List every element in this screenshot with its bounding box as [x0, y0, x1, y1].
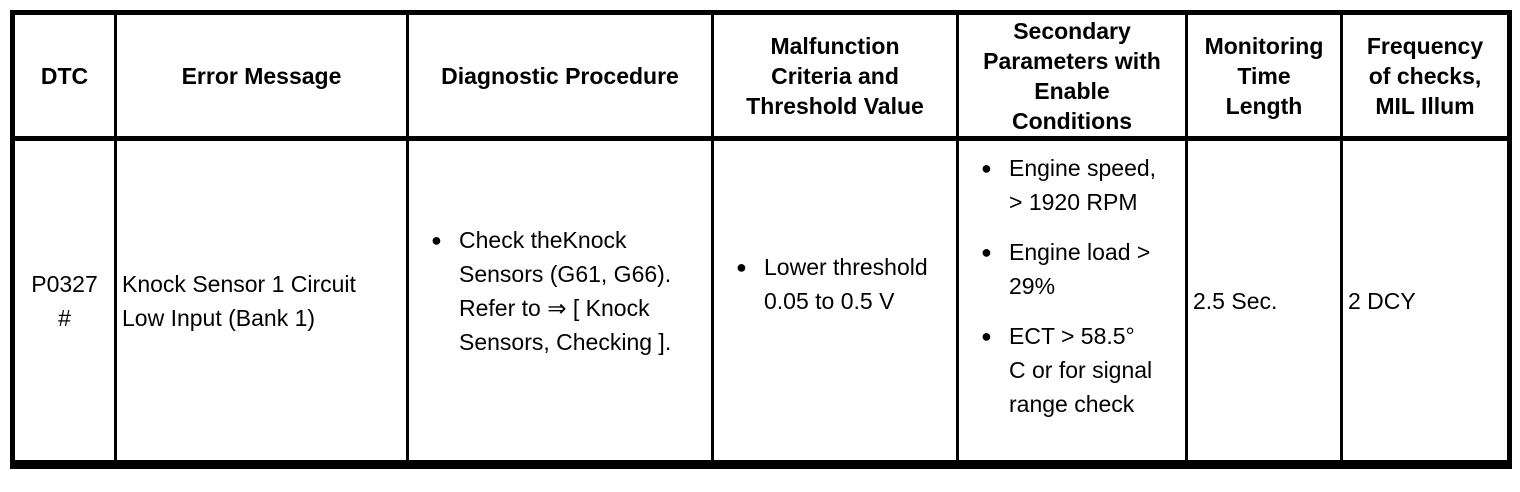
monitoring-time-text: 2.5 Sec.	[1193, 287, 1278, 314]
col-header-secondary-parameters: Secondary Parameters with Enable Conditi…	[956, 11, 1188, 141]
diagnostic-bullet-list: ● Check theKnock Sensors (G61, G66). Ref…	[411, 223, 710, 379]
col-header-monitoring-time: Monitoring Time Length	[1185, 11, 1343, 141]
malfunction-bullet-list: ● Lower threshold 0.05 to 0.5 V	[716, 250, 955, 352]
document-page: DTC Error Message Diagnostic Procedure M…	[10, 10, 1512, 469]
cell-error-message: Knock Sensor 1 Circuit Low Input (Bank 1…	[114, 137, 409, 466]
secondary-parameter-text: ECT > 58.5° C or for signal range check	[1009, 322, 1153, 417]
list-item: ● Engine load > 29%	[961, 235, 1184, 303]
bullet-icon: ●	[981, 241, 992, 262]
list-item: ● Check theKnock Sensors (G61, G66). Ref…	[411, 223, 710, 359]
col-header-dtc: DTC	[11, 11, 117, 141]
bullet-icon: ●	[431, 229, 442, 250]
cell-diagnostic-procedure: ● Check theKnock Sensors (G61, G66). Ref…	[406, 137, 714, 466]
secondary-parameter-text: Engine load > 29%	[1009, 238, 1151, 299]
malfunction-criteria-text: Lower threshold 0.05 to 0.5 V	[764, 253, 928, 314]
frequency-text: 2 DCY	[1348, 287, 1416, 314]
diagnostic-step-text: Check theKnock Sensors (G61, G66). Refer…	[459, 226, 672, 355]
col-header-error-message: Error Message	[114, 11, 409, 141]
cell-malfunction-criteria: ● Lower threshold 0.05 to 0.5 V	[711, 137, 959, 466]
secondary-bullet-list: ● Engine speed, > 1920 RPM ● Engine load…	[961, 151, 1184, 451]
list-item: ● ECT > 58.5° C or for signal range chec…	[961, 319, 1184, 421]
col-header-diagnostic-procedure: Diagnostic Procedure	[406, 11, 714, 141]
table-row: P0327 # Knock Sensor 1 Circuit Low Input…	[11, 137, 1511, 466]
cell-dtc: P0327 #	[11, 137, 117, 466]
col-header-malfunction-criteria: Malfunction Criteria and Threshold Value	[711, 11, 959, 141]
list-item: ● Engine speed, > 1920 RPM	[961, 151, 1184, 219]
bullet-icon: ●	[736, 256, 747, 277]
cell-frequency: 2 DCY	[1340, 137, 1511, 466]
list-item: ● Lower threshold 0.05 to 0.5 V	[716, 250, 955, 318]
error-message-text: Knock Sensor 1 Circuit Low Input (Bank 1…	[122, 270, 356, 331]
bullet-icon: ●	[981, 157, 992, 178]
secondary-parameter-text: Engine speed, > 1920 RPM	[1009, 154, 1157, 215]
cell-monitoring-time: 2.5 Sec.	[1185, 137, 1343, 466]
dtc-table: DTC Error Message Diagnostic Procedure M…	[10, 10, 1512, 469]
bullet-icon: ●	[981, 325, 992, 346]
cell-secondary-parameters: ● Engine speed, > 1920 RPM ● Engine load…	[956, 137, 1188, 466]
header-row: DTC Error Message Diagnostic Procedure M…	[11, 11, 1511, 141]
col-header-frequency: Frequency of checks, MIL Illum	[1340, 11, 1511, 141]
